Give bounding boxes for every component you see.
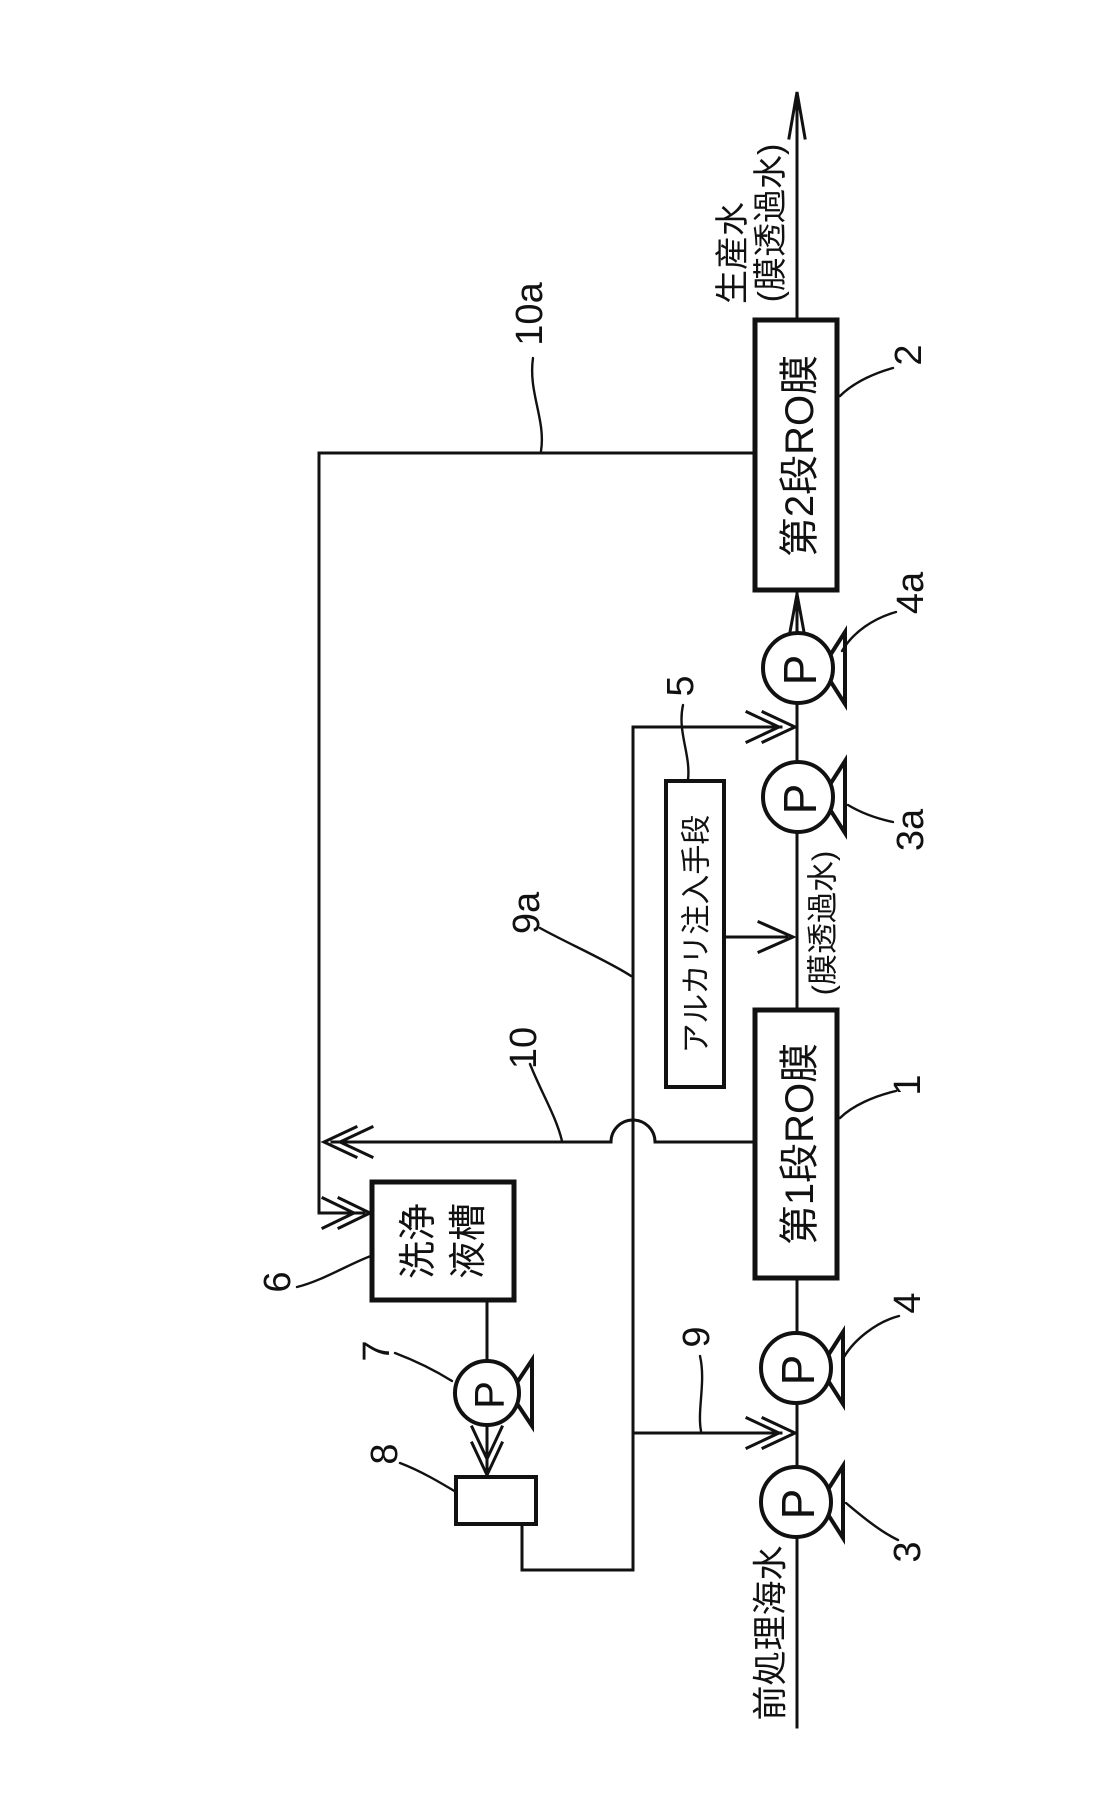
stage1-box-label: 第1段RO膜 — [778, 1043, 822, 1245]
leader-2 — [838, 366, 895, 398]
leader-9a — [538, 926, 633, 978]
line10-arrowhead — [320, 1125, 374, 1159]
ref-label-7: 7 — [356, 1340, 398, 1361]
product-label-line1: 生産水 — [714, 202, 752, 304]
leader-5 — [680, 703, 690, 782]
stage2-ro-membrane-box — [752, 317, 840, 593]
pump-3a: P — [761, 754, 847, 840]
leader-4 — [842, 1314, 901, 1359]
tank-label-line1: 洗浄 — [398, 1203, 440, 1279]
tank-label-line2: 液槽 — [448, 1203, 490, 1279]
pump-4-letter: P — [772, 1355, 824, 1386]
leader-7 — [393, 1351, 454, 1383]
pump-7: P — [453, 1353, 534, 1433]
pump-3a-body — [761, 760, 835, 834]
leader-9 — [698, 1354, 704, 1433]
pump-4-body — [759, 1331, 833, 1405]
line9a-junction-arrowhead — [745, 710, 799, 744]
alkali-injection-box — [664, 779, 726, 1089]
box-8 — [454, 1475, 538, 1526]
product-arrowhead — [787, 91, 807, 140]
feed-label: 前処理海水 — [752, 1545, 791, 1720]
alkali-arrowhead — [757, 920, 797, 954]
pump-3a-letter: P — [774, 784, 826, 815]
ref-label-1: 1 — [887, 1074, 929, 1095]
stage2-box-label: 第2段RO膜 — [778, 355, 822, 557]
ref-label-3: 3 — [887, 1541, 929, 1562]
concentrate-return-line-10a — [317, 451, 759, 1215]
ref-label-10: 10 — [503, 1027, 545, 1069]
line9-junction-arrowhead — [745, 1416, 799, 1450]
leader-8 — [398, 1461, 458, 1494]
pump-3-body — [759, 1465, 833, 1539]
product-label-line2: (膜透過水) — [752, 144, 790, 303]
ref-label-4: 4 — [887, 1292, 929, 1313]
pump-4a-letter: P — [774, 655, 826, 686]
washing-tank-box — [369, 1179, 517, 1303]
leader-3a — [846, 803, 895, 824]
pump-7-letter: P — [466, 1381, 513, 1409]
ref-label-3a: 3a — [890, 808, 932, 851]
leader-6 — [295, 1254, 373, 1289]
leader-3 — [844, 1501, 900, 1542]
leader-10a — [530, 356, 544, 453]
stage2-inlet-arrowhead — [788, 593, 806, 634]
pump-7-body — [453, 1359, 521, 1427]
pump-4: P — [759, 1325, 845, 1411]
ref-label-9a: 9a — [506, 891, 548, 934]
alkali-box-label: アルカリ注入手段 — [681, 815, 714, 1054]
washing-supply-riser-9a — [520, 725, 783, 1572]
ref-label-6: 6 — [257, 1271, 299, 1292]
permeate-label: (膜透過水) — [806, 851, 841, 996]
pump-4a: P — [761, 625, 847, 711]
ref-label-5: 5 — [660, 675, 702, 696]
stage1-ro-membrane-box — [752, 1007, 840, 1281]
ref-label-10a: 10a — [509, 281, 551, 345]
pump-3: P — [759, 1459, 845, 1545]
leader-4a — [840, 610, 898, 653]
leader-10 — [528, 1062, 564, 1143]
pump-4a-body — [761, 631, 835, 705]
ref-label-4a: 4a — [890, 571, 932, 614]
concentrate-return-line-10 — [330, 1118, 759, 1144]
ref-label-8: 8 — [364, 1443, 406, 1464]
ref-label-2: 2 — [888, 344, 930, 365]
ref-label-9: 9 — [676, 1326, 718, 1347]
leader-1 — [838, 1089, 898, 1120]
pump-3-letter: P — [772, 1489, 824, 1520]
